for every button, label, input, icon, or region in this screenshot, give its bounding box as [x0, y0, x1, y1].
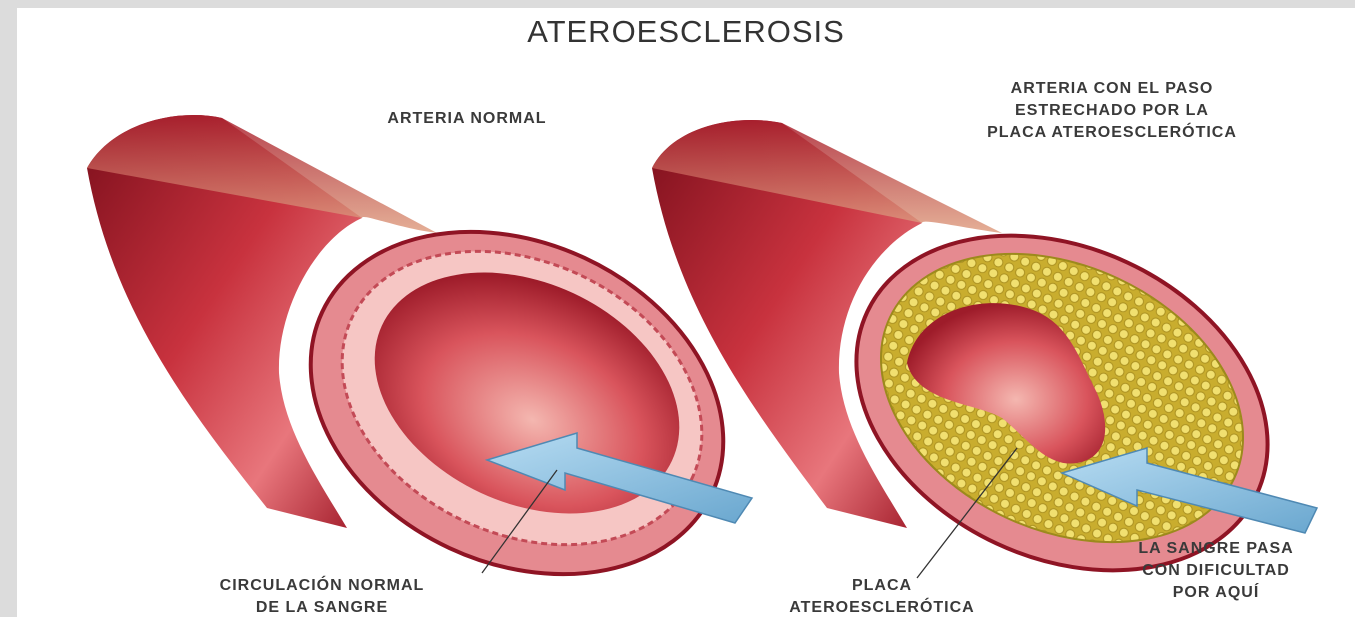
label-normal-circulation-line-2: DE LA SANGRE: [137, 597, 507, 617]
label-narrowed-artery: ARTERIA CON EL PASO ESTRECHADO POR LA PL…: [877, 78, 1347, 144]
label-blood-difficulty-line-2: CON DIFICULTAD: [1077, 560, 1355, 582]
label-narrowed-artery-line-2: ESTRECHADO POR LA: [877, 100, 1347, 122]
label-normal-artery-text: ARTERIA NORMAL: [387, 110, 546, 127]
label-narrowed-artery-line-3: PLACA ATEROESCLERÓTICA: [877, 122, 1347, 144]
label-plaque-line-1: PLACA: [707, 575, 1057, 597]
label-plaque-line-2: ATEROESCLERÓTICA: [707, 597, 1057, 617]
label-plaque: PLACA ATEROESCLERÓTICA: [707, 575, 1057, 617]
label-narrowed-artery-line-1: ARTERIA CON EL PASO: [877, 78, 1347, 100]
label-normal-circulation-line-1: CIRCULACIÓN NORMAL: [137, 575, 507, 597]
label-normal-artery: ARTERIA NORMAL: [317, 108, 617, 130]
label-normal-circulation: CIRCULACIÓN NORMAL DE LA SANGRE: [137, 575, 507, 617]
illustration-frame: ATEROESCLEROSIS ARTERIA NORMAL ARTERIA C…: [17, 8, 1355, 617]
label-blood-difficulty: LA SANGRE PASA CON DIFICULTAD POR AQUÍ: [1077, 538, 1355, 604]
label-blood-difficulty-line-1: LA SANGRE PASA: [1077, 538, 1355, 560]
label-blood-difficulty-line-3: POR AQUÍ: [1077, 582, 1355, 604]
diagram-title: ATEROESCLEROSIS: [17, 14, 1355, 50]
